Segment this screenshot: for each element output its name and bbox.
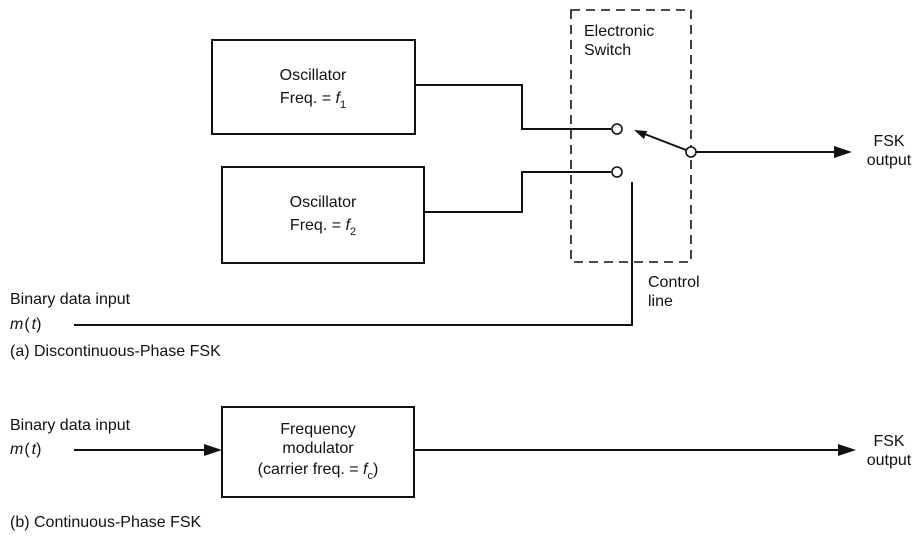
oscillator-1-freq: Freq. = f1 bbox=[280, 90, 346, 111]
fsk-output-arrow-b bbox=[838, 444, 856, 456]
switch-terminal-1 bbox=[611, 123, 623, 135]
oscillator-1-title: Oscillator bbox=[280, 67, 347, 84]
fsk-output-label-b-line2: output bbox=[867, 452, 912, 469]
binary-input-label-a: Binary data input bbox=[10, 291, 131, 308]
switch-terminal-2 bbox=[611, 166, 623, 178]
part-b: Binary data input m(t) Frequency modulat… bbox=[10, 406, 912, 531]
oscillator-1-box bbox=[211, 39, 416, 135]
electronic-switch-box bbox=[570, 9, 692, 263]
part-a: Oscillator Freq. = f1 Oscillator Freq. =… bbox=[10, 9, 912, 360]
modulator-label-line1: Frequency bbox=[280, 421, 356, 438]
control-line-label-line2: line bbox=[648, 293, 673, 310]
binary-input-signal-a: m(t) bbox=[10, 316, 41, 333]
frequency-modulator-box bbox=[221, 406, 415, 498]
control-line-label-line1: Control bbox=[648, 274, 700, 291]
fsk-output-label-a-line2: output bbox=[867, 152, 912, 169]
fsk-output-label-a-line1: FSK bbox=[873, 133, 904, 150]
modulator-label-line2: modulator bbox=[282, 440, 354, 457]
fsk-output-arrow-a bbox=[834, 146, 852, 158]
modulator-label-line3: (carrier freq. = fc) bbox=[258, 461, 379, 482]
switch-blade-arrowhead bbox=[634, 130, 647, 139]
binary-input-label-b: Binary data input bbox=[10, 417, 131, 434]
oscillator-1-wire bbox=[415, 84, 611, 130]
caption-a: (a) Discontinuous-Phase FSK bbox=[10, 343, 221, 360]
oscillator-2-box bbox=[221, 166, 425, 264]
oscillator-2-title: Oscillator bbox=[290, 194, 357, 211]
switch-blade bbox=[641, 132, 687, 151]
switch-label-line1: Electronic bbox=[584, 23, 654, 40]
oscillator-2-freq: Freq. = f2 bbox=[290, 217, 356, 238]
modulator-input-arrow bbox=[204, 444, 222, 456]
fsk-output-label-b-line1: FSK bbox=[873, 433, 904, 450]
switch-pivot bbox=[685, 146, 697, 158]
oscillator-2-wire bbox=[424, 171, 611, 213]
caption-b: (b) Continuous-Phase FSK bbox=[10, 514, 202, 531]
switch-label-line2: Switch bbox=[584, 42, 631, 59]
control-line bbox=[74, 262, 633, 326]
binary-input-signal-b: m(t) bbox=[10, 441, 41, 458]
